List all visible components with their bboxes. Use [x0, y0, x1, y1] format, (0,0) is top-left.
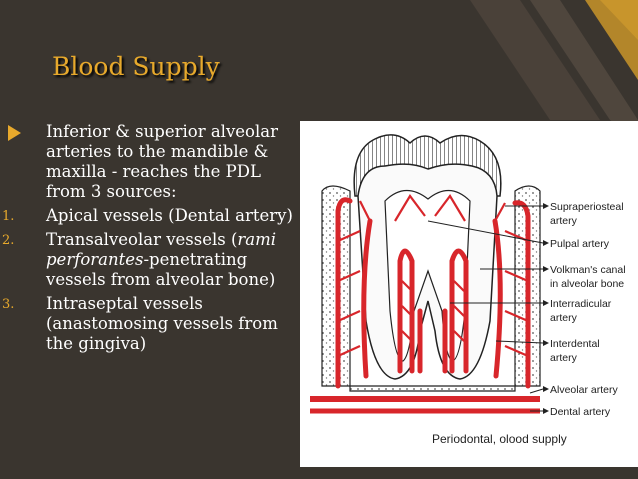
figure-caption: Periodontal, olood supply: [432, 432, 567, 446]
label-dental-artery: Dental artery: [550, 406, 611, 418]
bullet-intro-text: Inferior & superior alveolar arteries to…: [46, 122, 278, 201]
list-item-text: Intraseptal vessels (anastomosing vessel…: [46, 294, 278, 353]
triangle-bullet-icon: [8, 125, 21, 141]
tooth-diagram: Supraperiosteal artery Pulpal artery Vol…: [310, 134, 626, 446]
slide-title: Blood Supply: [52, 52, 220, 81]
label-volkman-2: in alveolar bone: [550, 278, 624, 290]
list-item-text-end: -penetrating vessels from alveolar bone): [46, 250, 276, 289]
list-item-3: 3. Intraseptal vessels (anastomosing ves…: [0, 294, 300, 354]
bullet-list: Inferior & superior alveolar arteries to…: [0, 122, 300, 358]
list-number: 1.: [2, 209, 15, 224]
list-item-text-italic: rami perforantes: [46, 230, 277, 269]
label-interdental: Interdental: [550, 338, 600, 350]
list-item-2: 2. Transalveolar vessels (rami perforant…: [0, 230, 300, 290]
leader-lines: [427, 205, 544, 412]
leader-arrows: [543, 203, 549, 414]
label-pulpal: Pulpal artery: [550, 238, 610, 250]
list-item-text: Apical vessels (Dental artery): [46, 206, 293, 225]
label-alveolar-artery: Alveolar artery: [550, 384, 618, 396]
periodontal-blood-supply-figure: Supraperiosteal artery Pulpal artery Vol…: [300, 121, 638, 467]
label-interradicular-2: artery: [550, 312, 578, 324]
bullet-intro: Inferior & superior alveolar arteries to…: [0, 122, 300, 202]
list-number: 2.: [2, 233, 15, 248]
list-item-1: 1. Apical vessels (Dental artery): [0, 206, 300, 226]
list-number: 3.: [2, 297, 15, 312]
small-vessels: [337, 194, 529, 358]
label-volkman: Volkman's canal: [550, 264, 626, 276]
label-supraperiosteal-2: artery: [550, 215, 578, 227]
label-interdental-2: artery: [550, 352, 578, 364]
label-supraperiosteal: Supraperiosteal: [550, 201, 624, 213]
label-interradicular: Interradicular: [550, 298, 612, 310]
list-item-text-start: Transalveolar vessels (: [46, 230, 238, 249]
